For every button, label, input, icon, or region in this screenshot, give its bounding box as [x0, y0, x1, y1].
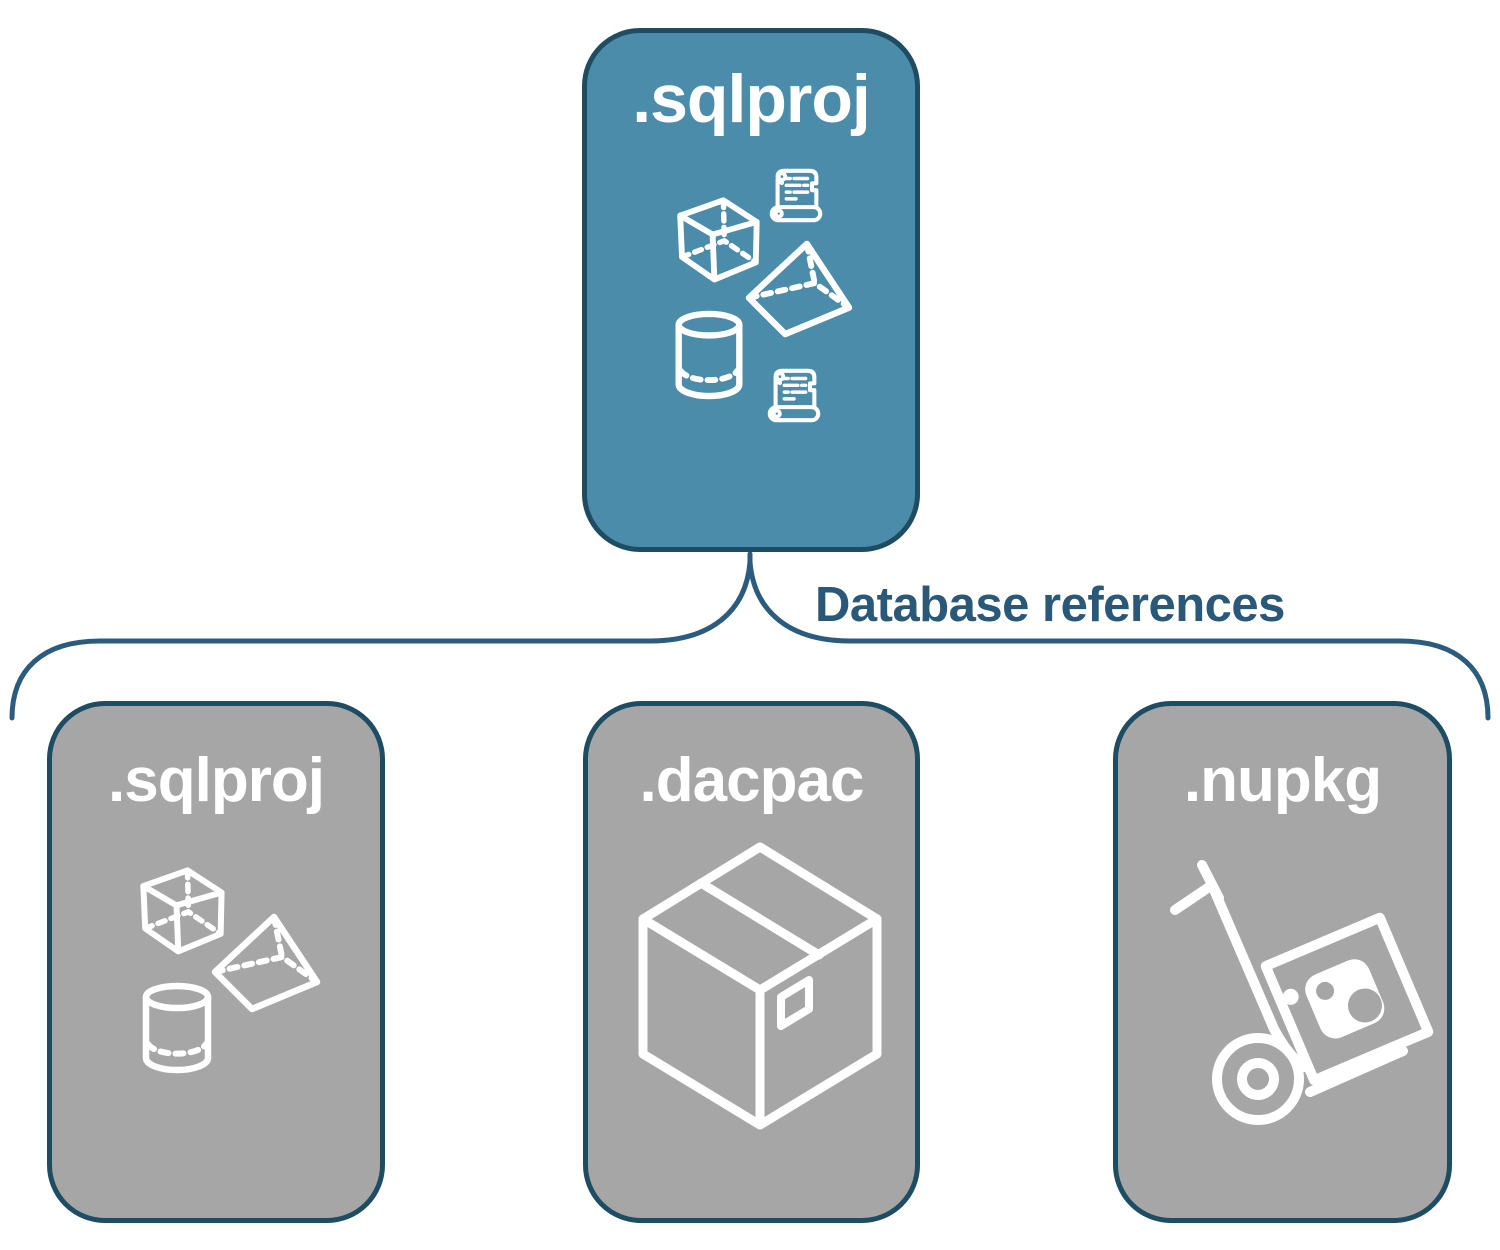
cylinder-icon [673, 312, 745, 400]
scroll-icon [765, 164, 827, 226]
scroll-icon [763, 364, 825, 426]
node-title: .dacpac [639, 746, 865, 815]
connector-label: Database references [815, 578, 1285, 632]
nuget-package-icon [1260, 912, 1434, 1086]
pyramid-icon [743, 239, 855, 339]
node-title: .nupkg [1183, 746, 1382, 815]
node-child-sqlproj: .sqlproj [47, 701, 385, 1223]
node-title: .sqlproj [108, 746, 325, 815]
node-title: .sqlproj [632, 61, 871, 137]
hand-truck-icon [1170, 860, 1434, 1125]
package-box-icon [638, 842, 882, 1130]
node-child-dacpac: .dacpac [583, 701, 920, 1223]
cylinder-icon [140, 984, 214, 1074]
node-root-sqlproj: .sqlproj [582, 28, 920, 552]
node-child-nupkg: .nupkg [1113, 701, 1452, 1223]
pyramid-icon [210, 912, 322, 1014]
